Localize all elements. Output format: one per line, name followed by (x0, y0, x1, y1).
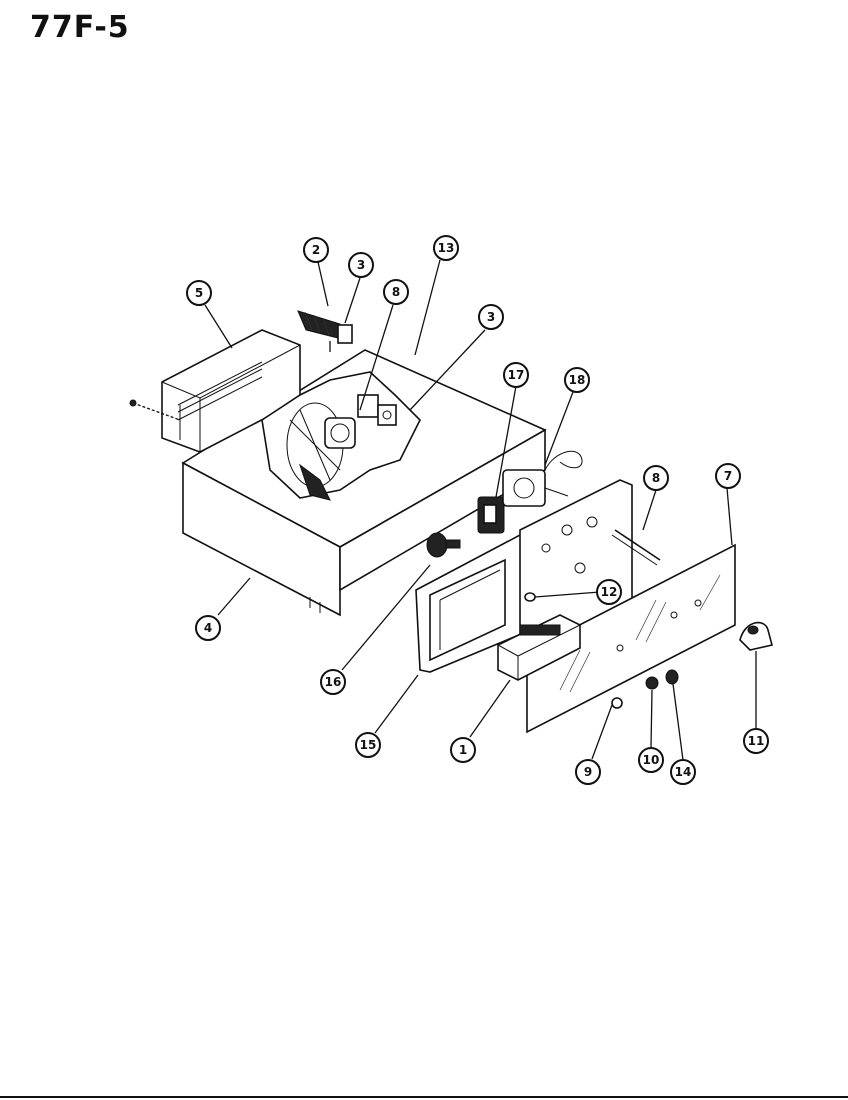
callout-label: 1 (459, 743, 467, 757)
callout-12: 12 (596, 579, 622, 605)
callout-label: 3 (487, 310, 495, 324)
callout-label: 13 (438, 241, 455, 255)
callout-label: 3 (357, 258, 365, 272)
callout-8a: 8 (383, 279, 409, 305)
callout-label: 15 (360, 738, 377, 752)
callout-label: 16 (325, 675, 342, 689)
callout-label: 11 (748, 734, 765, 748)
fan-motor-assembly (261, 371, 421, 501)
callout-2: 2 (303, 237, 329, 263)
callout-label: 2 (312, 243, 320, 257)
callout-7: 7 (715, 463, 741, 489)
footer-rule (0, 1096, 848, 1098)
rod-8 (611, 529, 661, 566)
callout-5: 5 (186, 280, 212, 306)
callout-16: 16 (320, 669, 346, 695)
callout-8b: 8 (643, 465, 669, 491)
callout-13: 13 (433, 235, 459, 261)
callout-18: 18 (564, 367, 590, 393)
callout-3b: 3 (478, 304, 504, 330)
callout-9: 9 (575, 759, 601, 785)
callout-15: 15 (355, 732, 381, 758)
callout-label: 17 (508, 368, 525, 382)
callout-label: 12 (601, 585, 618, 599)
callout-label: 18 (569, 373, 586, 387)
timer-17 (477, 496, 505, 534)
control-module-1 (497, 614, 581, 681)
callout-label: 8 (392, 285, 400, 299)
thermostat-18 (502, 450, 583, 507)
ignitor-assembly (297, 310, 353, 352)
callout-17: 17 (503, 362, 529, 388)
callout-label: 14 (675, 765, 692, 779)
callout-label: 7 (724, 469, 732, 483)
leader-lines (204, 259, 757, 761)
callout-10: 10 (638, 747, 664, 773)
callout-11: 11 (743, 728, 769, 754)
knob-16 (426, 532, 461, 558)
callout-label: 10 (643, 753, 660, 767)
callout-1: 1 (450, 737, 476, 763)
callout-label: 9 (584, 765, 592, 779)
callout-3a: 3 (348, 252, 374, 278)
small-fasteners (524, 592, 679, 709)
knob-11 (739, 621, 773, 651)
callout-label: 5 (195, 286, 203, 300)
front-glass-panel (526, 543, 736, 734)
callout-4: 4 (195, 615, 221, 641)
callout-label: 4 (204, 621, 212, 635)
callout-14: 14 (670, 759, 696, 785)
callout-label: 8 (652, 471, 660, 485)
page-title: 77F-5 (30, 10, 130, 45)
